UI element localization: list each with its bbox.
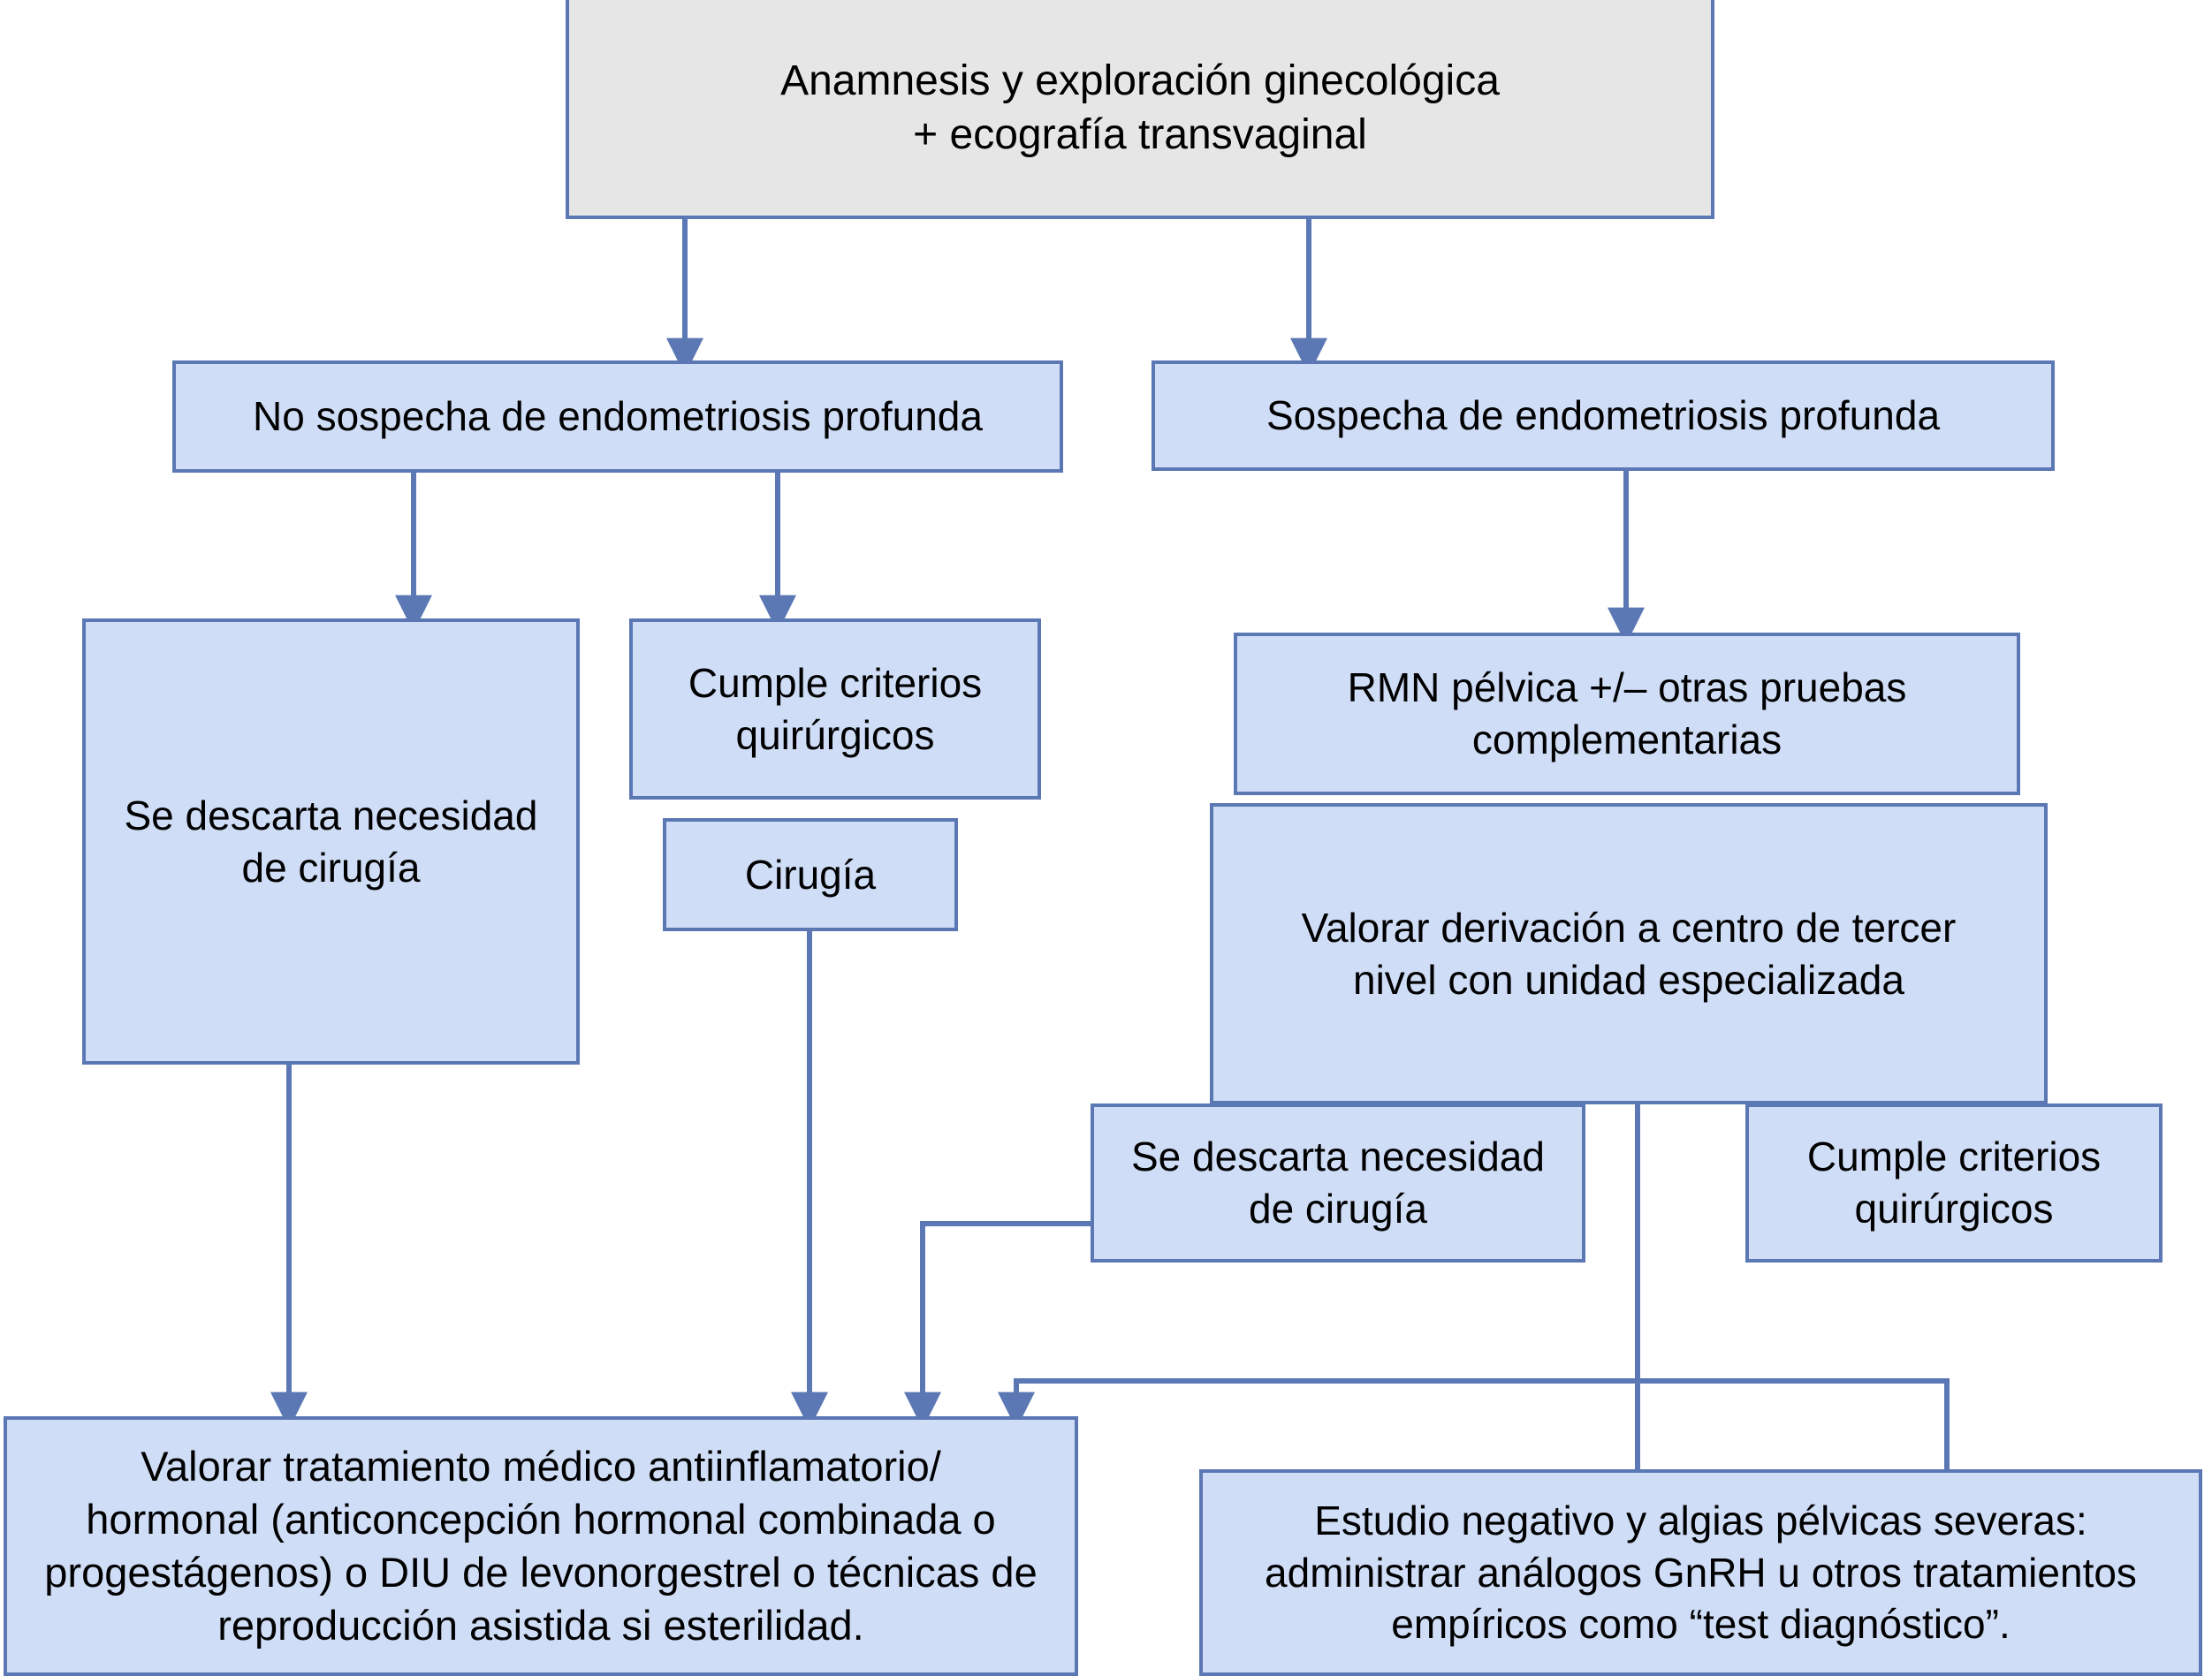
node-criterios-der-label: Cumple criterios quirúrgicos — [1806, 1134, 2102, 1232]
node-sospecha-label: Sospecha de endometriosis profunda — [1266, 392, 1941, 439]
node-anamnesis[interactable]: Anamnesis y exploración ginecológica + e… — [566, 0, 1714, 219]
node-descarta-izq[interactable]: Se descarta necesidad de cirugía — [82, 618, 580, 1065]
node-no-sospecha-label: No sospecha de endometriosis profunda — [253, 393, 983, 440]
node-rmn-label: RMN pélvica +/– otras pruebas complement… — [1347, 664, 1907, 762]
node-no-sospecha[interactable]: No sospecha de endometriosis profunda — [172, 360, 1063, 473]
node-rmn[interactable]: RMN pélvica +/– otras pruebas complement… — [1234, 633, 2020, 795]
node-descarta-der[interactable]: Se descarta necesidad de cirugía — [1091, 1103, 1585, 1263]
node-descarta-der-label: Se descarta necesidad de cirugía — [1131, 1134, 1545, 1232]
node-tratamiento[interactable]: Valorar tratamiento médico antiinflamato… — [4, 1416, 1078, 1676]
node-criterios-izq-label: Cumple criterios quirúrgicos — [688, 659, 983, 758]
node-cirugia-label: Cirugía — [744, 851, 877, 898]
node-derivacion[interactable]: Valorar derivación a centro de tercer ni… — [1210, 803, 2048, 1104]
node-criterios-der[interactable]: Cumple criterios quirúrgicos — [1745, 1103, 2163, 1263]
node-cirugia[interactable]: Cirugía — [663, 818, 958, 931]
node-derivacion-label: Valorar derivación a centro de tercer ni… — [1301, 904, 1957, 1003]
node-tratamiento-label: Valorar tratamiento médico antiinflamato… — [44, 1442, 1038, 1649]
edge-descarta-der-to-tratamiento — [904, 1221, 1091, 1430]
node-estudio-negativo-label: Estudio negativo y algias pélvicas sever… — [1265, 1497, 2137, 1648]
node-sospecha[interactable]: Sospecha de endometriosis profunda — [1152, 360, 2055, 471]
node-anamnesis-label: Anamnesis y exploración ginecológica + e… — [780, 57, 1500, 158]
node-criterios-izq[interactable]: Cumple criterios quirúrgicos — [629, 618, 1041, 800]
node-descarta-izq-label: Se descarta necesidad de cirugía — [124, 792, 538, 891]
node-estudio-negativo[interactable]: Estudio negativo y algias pélvicas sever… — [1199, 1469, 2202, 1676]
